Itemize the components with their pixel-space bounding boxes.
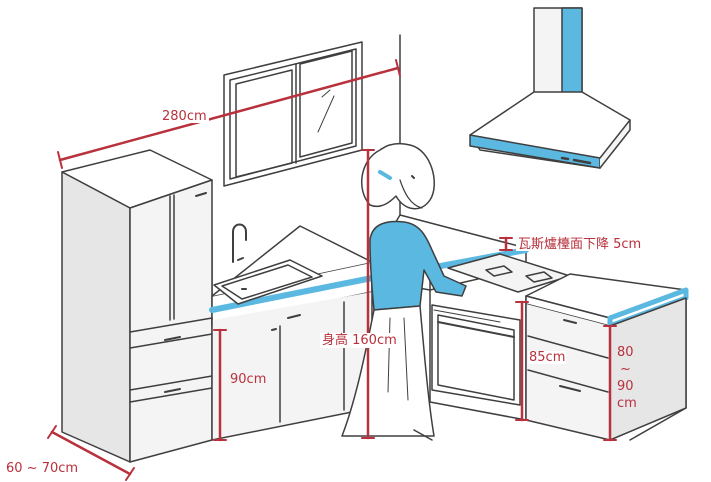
dimension-tick-depth-right xyxy=(125,467,135,481)
dimension-tick-280-right xyxy=(395,59,401,77)
label-height-80-90-part-2: ~ xyxy=(620,362,631,377)
dimension-line-depth xyxy=(50,430,132,476)
label-height-80-90-part-1: 80 xyxy=(617,345,634,360)
window xyxy=(223,41,363,187)
label-person-height: 身高 160cm xyxy=(320,333,399,348)
label-height-80-90-part-3: 90 xyxy=(617,379,634,394)
right-counter xyxy=(525,273,689,441)
label-gas-stove-drop: 瓦斯爐檯面下降 5cm xyxy=(516,237,644,252)
label-depth-60-70: 60 ~ 70cm xyxy=(6,461,79,476)
label-height-80-90-part-4: cm xyxy=(617,396,637,411)
dimension-line-280 xyxy=(58,66,400,162)
label-height-80-90: 80 ~ 90 cm xyxy=(617,346,637,414)
dimension-tick-depth-left xyxy=(47,425,57,439)
label-height-90: 90cm xyxy=(230,372,267,387)
sink-counter xyxy=(209,223,375,441)
range-hood xyxy=(469,7,631,169)
label-width-280: 280cm xyxy=(160,109,209,124)
dimension-tick-280-left xyxy=(57,151,63,169)
label-height-85: 85cm xyxy=(528,350,567,365)
person xyxy=(341,142,467,441)
refrigerator xyxy=(61,149,213,463)
